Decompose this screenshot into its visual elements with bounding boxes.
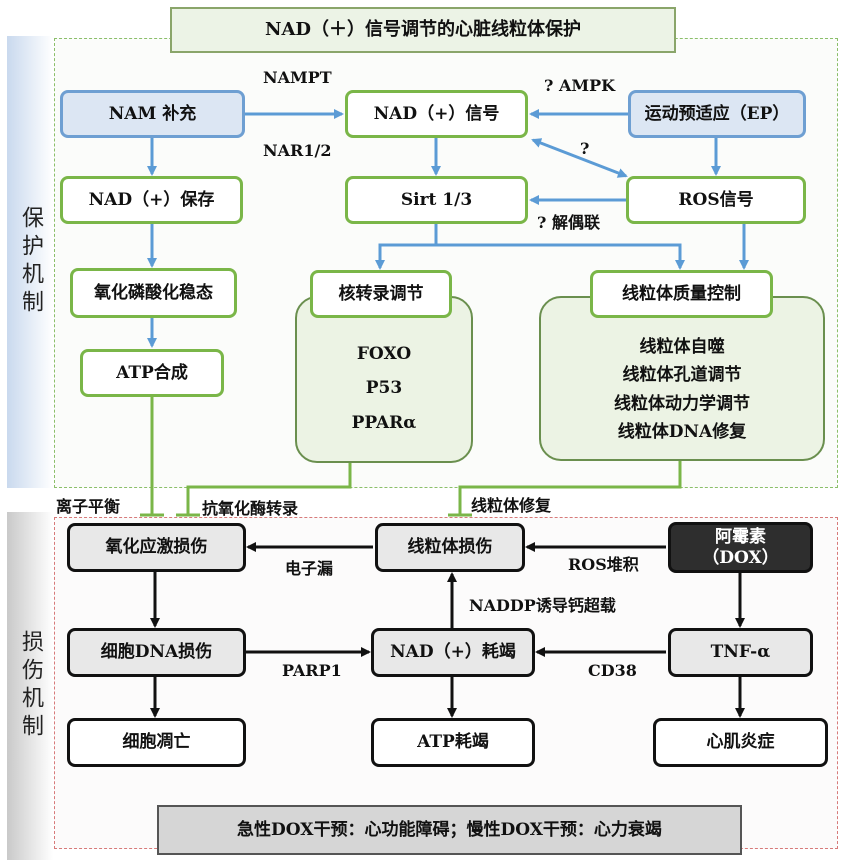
- tnf-alpha-box: TNF-α: [668, 628, 813, 677]
- protect-section-bar: [7, 36, 53, 488]
- label-uncoupling: ? 解偶联: [537, 213, 600, 232]
- label-parp1: PARP1: [282, 661, 342, 680]
- nad-preservation-box: NAD（+）保存: [60, 176, 243, 224]
- label-ampk: ? AMPK: [544, 76, 616, 95]
- myocarditis-box: 心肌炎症: [653, 718, 828, 767]
- doxorubicin-box: 阿霉素 （DOX）: [668, 522, 813, 573]
- inhibit-mito: [458, 461, 682, 515]
- atp-depletion-box: ATP耗竭: [371, 718, 535, 767]
- label-naddp: NADDP诱导钙超载: [469, 596, 616, 615]
- protect-section-label: 保护机制: [18, 206, 43, 318]
- damage-section-label: 损伤机制: [18, 630, 43, 742]
- ros-signal-box: ROS信号: [626, 176, 806, 224]
- label-ros-accumulation: ROS堆积: [568, 555, 639, 574]
- mito-item-3: 线粒体DNA修复: [617, 421, 747, 442]
- label-electron-leak: 电子漏: [285, 559, 334, 578]
- label-mito-repair: 线粒体修复: [471, 496, 552, 515]
- bottom-note: 急性DOX干预：心功能障碍；慢性DOX干预：心力衰竭: [157, 805, 742, 855]
- label-ion-balance: 离子平衡: [56, 497, 121, 516]
- mito-item-0: 线粒体自噬: [639, 336, 725, 357]
- exercise-preconditioning-box: 运动预适应（EP）: [628, 90, 806, 138]
- cell-dna-damage-box: 细胞DNA损伤: [67, 628, 246, 677]
- inhibit-nuclear: [186, 463, 352, 515]
- label-antioxidant: 抗氧化酶转录: [202, 499, 299, 518]
- label-nampt: NAMPT: [263, 68, 332, 87]
- dox-abbr: （DOX）: [702, 547, 779, 568]
- sirt-box: Sirt 1/3: [345, 176, 528, 224]
- mito-quality-panel: 线粒体自噬 线粒体孔道调节 线粒体动力学调节 线粒体DNA修复: [539, 296, 825, 461]
- nuclear-targets-panel: FOXO P53 PPARα: [295, 296, 473, 463]
- dox-name: 阿霉素: [715, 527, 766, 548]
- arrow-nad-ros: [531, 138, 628, 178]
- nuclear-target-1: P53: [365, 378, 403, 399]
- mito-quality-control-box: 线粒体质量控制: [590, 270, 773, 318]
- arrow-sirt-to-nuclear: [375, 224, 438, 270]
- arrow-sirt-to-mitoqc: [436, 243, 685, 270]
- apoptosis-box: 细胞凋亡: [67, 718, 246, 767]
- nuclear-target-0: FOXO: [356, 343, 412, 364]
- nuclear-transcription-box: 核转录调节: [310, 270, 452, 318]
- oxphos-homeostasis-box: 氧化磷酸化稳态: [70, 268, 237, 318]
- nam-supplement-box: NAM 补充: [60, 90, 245, 138]
- label-question: ?: [580, 139, 590, 158]
- label-nar: NAR1/2: [263, 141, 332, 160]
- nad-depletion-box: NAD（+）耗竭: [371, 628, 535, 677]
- mito-damage-box: 线粒体损伤: [375, 523, 525, 572]
- mito-item-1: 线粒体孔道调节: [622, 365, 742, 386]
- damage-section-bar: [7, 512, 53, 860]
- page-title: NAD（＋）信号调节的心脏线粒体保护: [170, 7, 676, 53]
- label-cd38: CD38: [588, 661, 637, 680]
- oxidative-stress-box: 氧化应激损伤: [67, 523, 246, 572]
- nad-signal-box: NAD（+）信号: [345, 90, 528, 138]
- atp-synthesis-box: ATP合成: [80, 349, 224, 397]
- nuclear-target-2: PPARα: [351, 412, 417, 433]
- mito-item-2: 线粒体动力学调节: [614, 393, 750, 414]
